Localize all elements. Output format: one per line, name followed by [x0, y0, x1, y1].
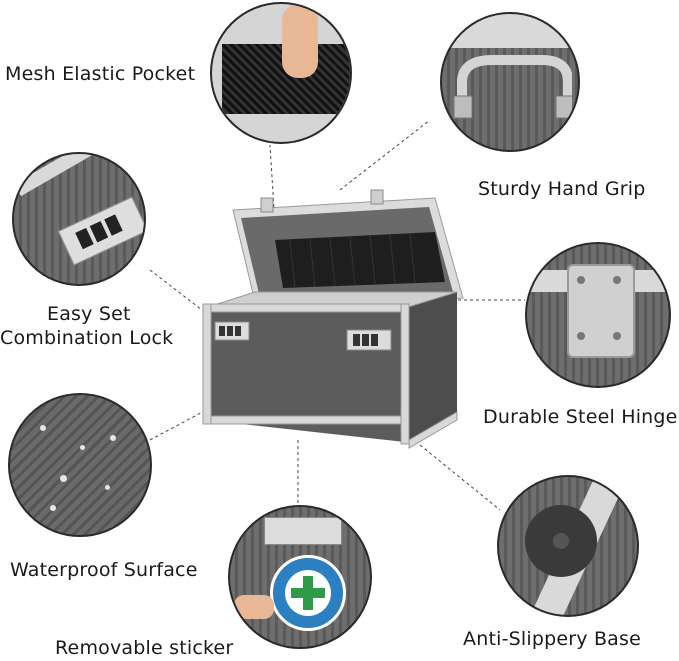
sticker-badge — [270, 555, 346, 631]
label-lock-line1: Easy Set — [47, 303, 131, 325]
label-steel-hinge: Durable Steel Hinge — [483, 406, 678, 428]
combo-dial-plate — [57, 196, 144, 266]
hinge-plate — [567, 264, 635, 358]
label-waterproof: Waterproof Surface — [10, 559, 198, 581]
waterproof-surface-circle — [8, 393, 152, 537]
combination-lock-circle — [12, 152, 146, 286]
label-base: Anti-Slippery Base — [463, 628, 642, 650]
finger-image — [282, 4, 318, 78]
label-mesh-pocket: Mesh Elastic Pocket — [5, 63, 196, 85]
case-side — [405, 292, 457, 442]
leader-hand-grip — [339, 119, 431, 191]
leader-waterproof — [149, 399, 226, 441]
latch-right — [370, 189, 384, 205]
finger-image — [234, 595, 274, 619]
sticker-lock-plate — [264, 517, 342, 545]
base-circle — [497, 475, 639, 617]
label-sticker: Removable sticker — [55, 637, 234, 659]
hand-grip-circle — [440, 12, 580, 152]
sticker-circle — [228, 505, 372, 649]
leader-base — [419, 444, 501, 511]
latch-left — [260, 197, 274, 213]
handle-icon — [453, 55, 572, 119]
mesh-pocket-circle — [210, 2, 352, 144]
mesh-pocket — [275, 232, 445, 288]
label-lock-line2: Combination Lock — [0, 327, 174, 349]
label-hand-grip: Sturdy Hand Grip — [478, 178, 646, 200]
steel-hinge-circle — [525, 242, 671, 388]
lock-box-image — [202, 189, 464, 449]
rubber-foot — [525, 505, 597, 577]
